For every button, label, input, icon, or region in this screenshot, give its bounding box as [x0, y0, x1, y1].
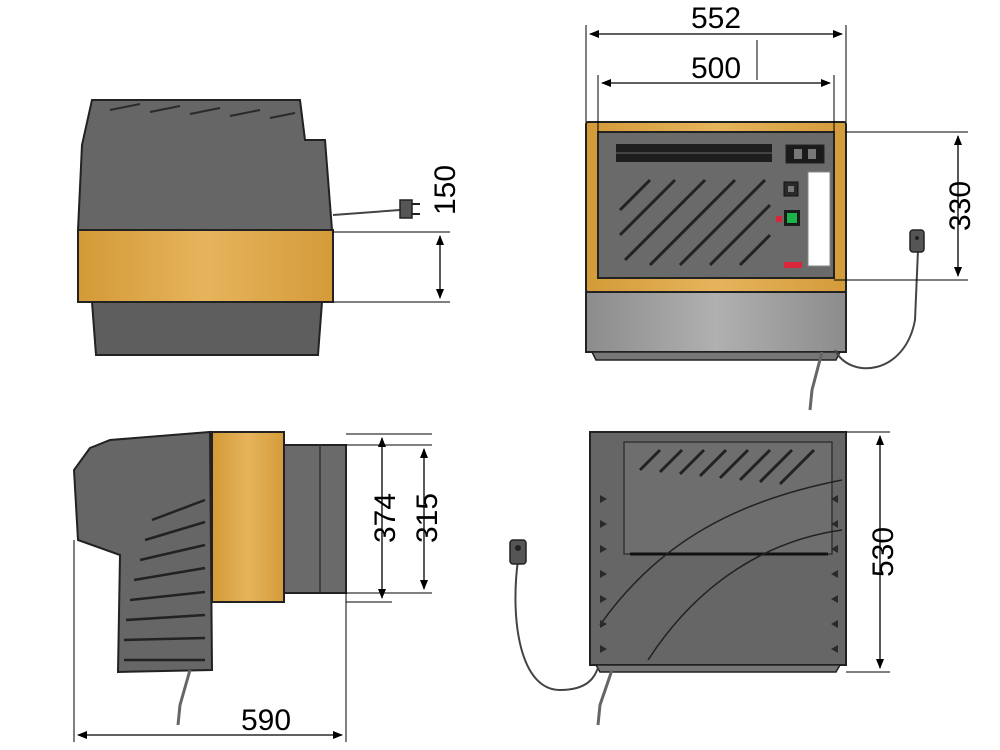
power-cord-back-tail: [596, 669, 614, 726]
plug-back-icon: [509, 539, 527, 565]
front-view-display-icon: [785, 144, 825, 164]
back-view-left-vents: [600, 495, 607, 653]
power-cord-side: [176, 669, 192, 726]
side-view: 374 315 590: [72, 430, 444, 742]
front-view: 552 500 330: [585, 2, 977, 411]
front-view-steel-base: [585, 291, 847, 353]
front-view-diagonal-grille: [618, 178, 772, 267]
top-view: 150: [76, 99, 462, 356]
plug-top-icon: [399, 199, 420, 219]
top-view-vents: [109, 103, 296, 119]
dim-label-374: 374: [369, 493, 402, 543]
side-view-hood: [72, 430, 214, 674]
dim-label-315: 315: [411, 493, 444, 543]
dim-label-500: 500: [691, 52, 741, 85]
back-view-upper-panel: [623, 441, 833, 555]
back-view-curve-1: [599, 479, 843, 626]
dim-label-530: 530: [867, 527, 900, 577]
side-view-rear-box: [283, 444, 347, 594]
back-view-right-vents: [831, 495, 838, 653]
power-cord-top: [332, 209, 401, 216]
back-view-feet: [594, 664, 842, 673]
dim-label-330: 330: [944, 181, 977, 231]
top-view-lower-body: [90, 301, 324, 356]
side-view-wood-band: [211, 431, 285, 603]
back-view: 530: [509, 431, 900, 726]
red-strip-icon: [784, 262, 802, 268]
plug-front-icon: [909, 229, 925, 253]
back-view-curve-2: [647, 529, 843, 661]
dim-label-552: 552: [691, 2, 741, 35]
back-view-top-grille: [638, 448, 816, 486]
front-view-label-panel: [807, 171, 831, 267]
dim-label-590: 590: [241, 704, 291, 737]
power-cord-front-tail: [808, 351, 824, 411]
power-cord-front: [834, 249, 919, 370]
front-view-feet: [590, 351, 842, 361]
top-view-wood-band: [77, 229, 334, 303]
power-cord-back: [514, 559, 599, 692]
red-indicator-icon: [776, 216, 782, 222]
dim-label-150: 150: [429, 165, 462, 215]
side-view-louvres: [123, 498, 206, 662]
top-view-body: [76, 99, 334, 231]
